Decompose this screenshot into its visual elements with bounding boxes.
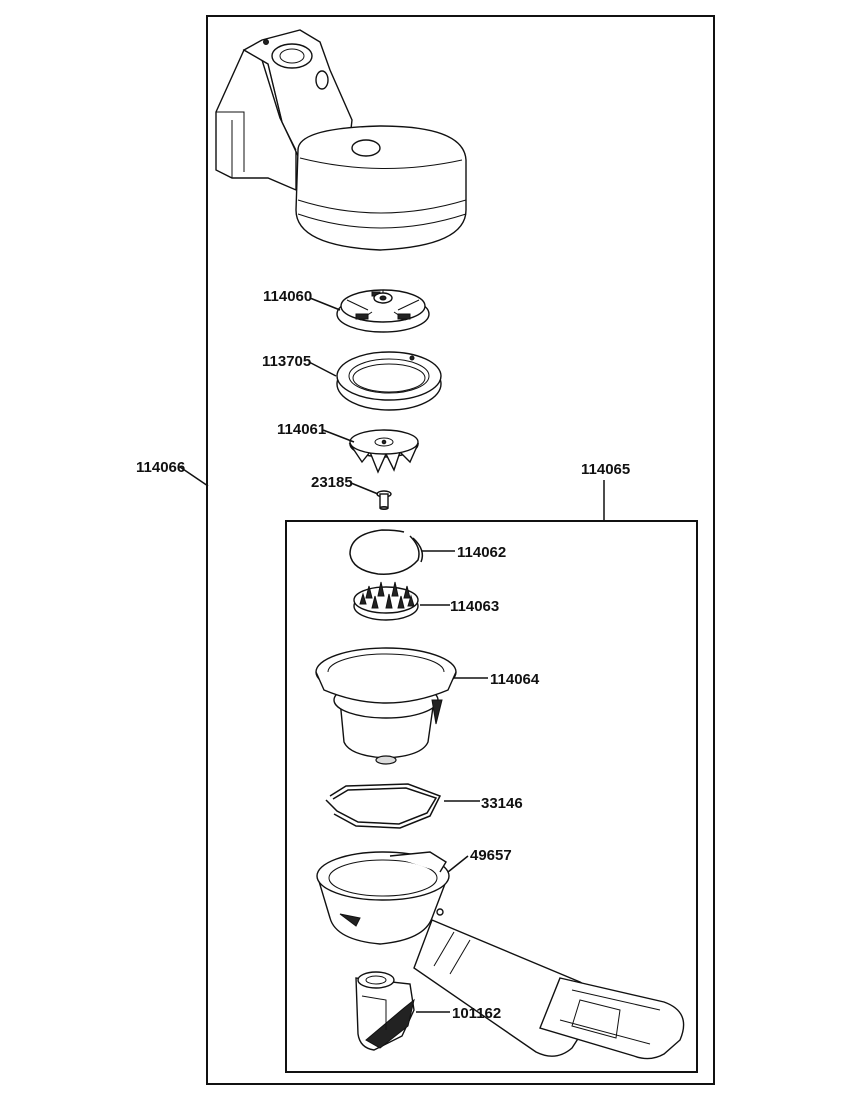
label-114061: 114061 xyxy=(277,421,326,438)
part-114064-drawing xyxy=(315,647,457,765)
label-114062: 114062 xyxy=(457,544,506,561)
label-114065: 114065 xyxy=(581,461,630,478)
label-49657: 49657 xyxy=(470,847,512,864)
label-101162: 101162 xyxy=(452,1005,501,1022)
label-23185: 23185 xyxy=(311,474,353,491)
part-33146-drawing xyxy=(325,783,442,829)
part-101162-drawing xyxy=(355,971,415,1051)
assembly-frame-outer xyxy=(206,15,715,1085)
label-114066: 114066 xyxy=(136,459,185,476)
part-114061-drawing xyxy=(348,429,420,474)
part-23185-drawing xyxy=(376,490,392,510)
label-113705: 113705 xyxy=(262,353,311,370)
label-114060: 114060 xyxy=(263,288,312,305)
part-113705-drawing xyxy=(336,351,442,411)
part-114060-drawing xyxy=(336,289,430,333)
part-114063-drawing xyxy=(353,581,419,621)
leader-lines xyxy=(179,297,605,1013)
label-114063: 114063 xyxy=(450,598,499,615)
part-49657-drawing xyxy=(316,851,685,1060)
label-33146: 33146 xyxy=(481,795,523,812)
part-114062-drawing xyxy=(349,529,424,575)
assembly-frame-inner xyxy=(285,520,698,1073)
dispenser-head-drawing xyxy=(215,29,467,251)
label-114064: 114064 xyxy=(490,671,540,688)
